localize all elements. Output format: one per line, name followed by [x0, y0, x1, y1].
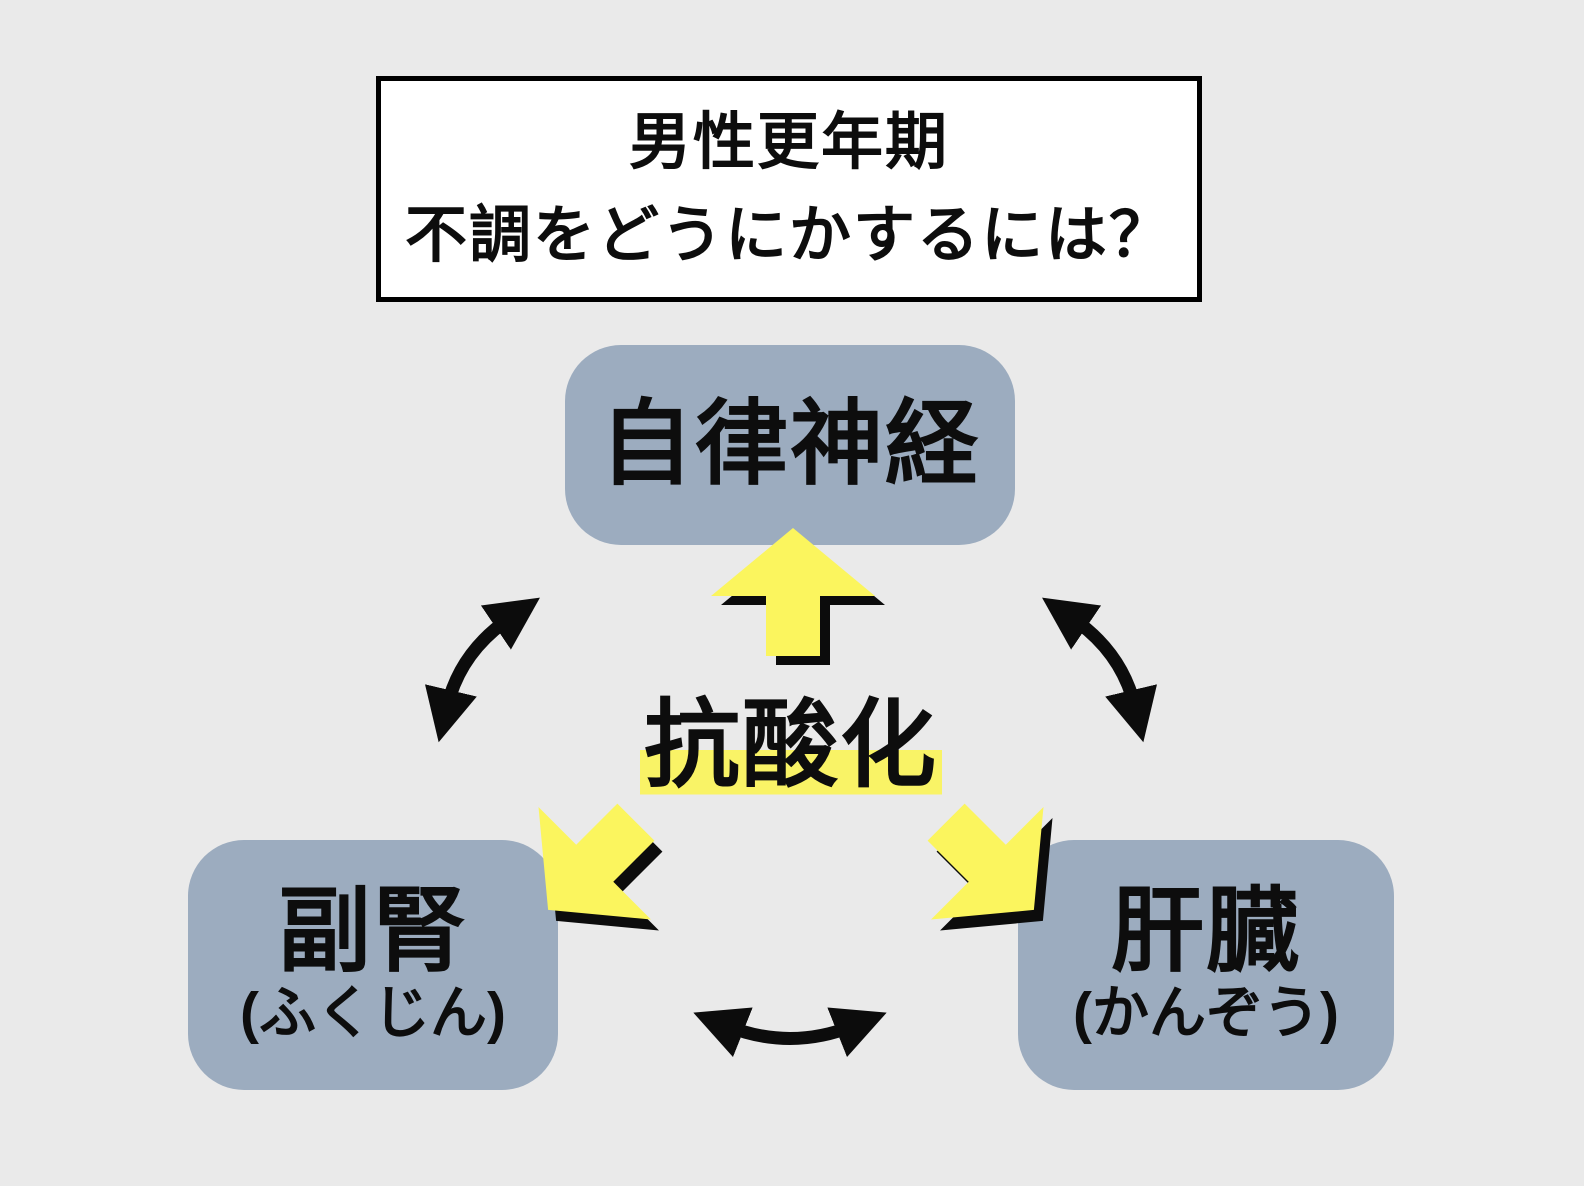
- node-liver-reading: (かんぞう): [1073, 981, 1339, 1046]
- highlighted-keyword: 抗酸化: [640, 692, 942, 799]
- node-adrenal-gland: 副腎 (ふくじん): [188, 840, 558, 1090]
- node-adrenal-gland-label: 副腎: [278, 879, 468, 984]
- node-liver-label: 肝臓: [1111, 879, 1301, 984]
- center-keyword-antioxidation: 抗酸化: [640, 692, 942, 800]
- title-line-2: 不調をどうにかするには？: [404, 201, 1173, 270]
- node-adrenal-gland-reading: (ふくじん): [240, 981, 506, 1046]
- double-arrow-left-icon: [424, 597, 540, 743]
- double-arrow-right-icon: [1042, 597, 1158, 743]
- node-liver: 肝臓 (かんぞう): [1018, 840, 1394, 1090]
- node-autonomic-nerves-label: 自律神経: [600, 392, 980, 497]
- title-box: 男性更年期 不調をどうにかするには？: [376, 76, 1202, 302]
- node-autonomic-nerves: 自律神経: [565, 345, 1015, 545]
- title-line-1: 男性更年期: [628, 108, 949, 177]
- double-arrow-bottom-icon: [693, 1007, 887, 1058]
- up-arrow-icon: [711, 528, 885, 665]
